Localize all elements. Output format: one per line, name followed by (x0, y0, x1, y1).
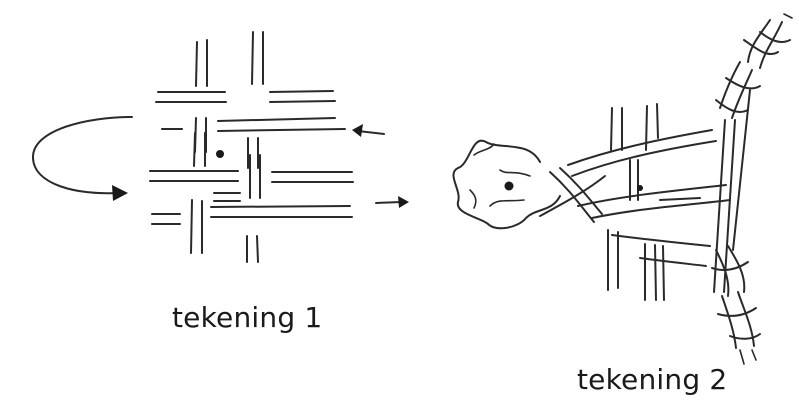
center-dot-2 (637, 185, 643, 191)
center-crossings (193, 132, 259, 202)
drawing-1-caption: tekening 1 (172, 301, 323, 334)
arrow-left-icon (352, 124, 385, 137)
drawing-2-weave (452, 13, 793, 365)
curved-arrow-icon (31, 116, 133, 201)
vertical-strands-2 (607, 89, 751, 301)
left-tassel (452, 139, 606, 230)
tassel-dot (504, 181, 514, 191)
bottom-braid (711, 245, 761, 365)
horizontal-strands-2 (567, 129, 731, 267)
top-braid (715, 13, 793, 119)
center-dot (216, 150, 224, 158)
horizontal-strands (149, 90, 354, 225)
drawing-1-weave (31, 31, 409, 263)
vertical-strands (190, 31, 264, 263)
drawing-2-caption: tekening 2 (577, 363, 728, 396)
arrow-right-icon (375, 196, 409, 208)
